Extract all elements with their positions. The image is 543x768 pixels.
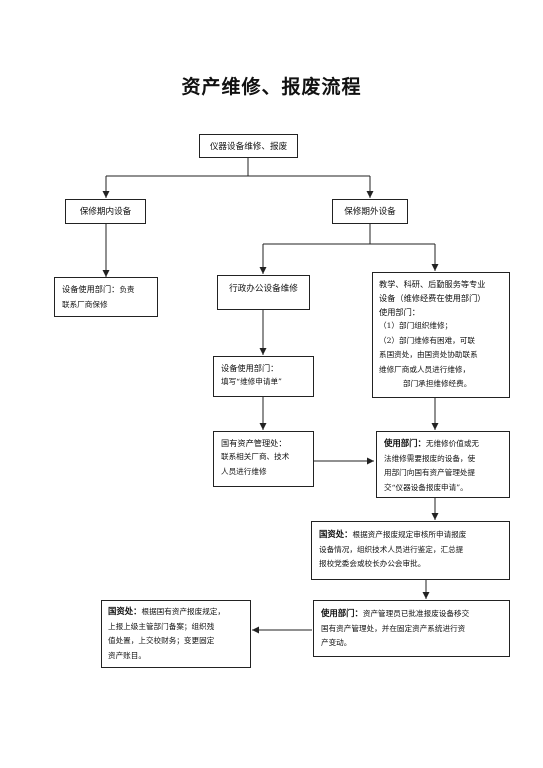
node-assets-final-head: 国资处：	[108, 606, 142, 616]
node-dept-scrap-request-body-2: 法维修需要报废的设备，使	[384, 453, 476, 463]
node-in-warranty: 保修期内设备	[65, 199, 146, 224]
node-dept-in-warranty-body-1: 负责	[119, 285, 135, 294]
node-assets-review-body-2: 设备情况，组织技术人员进行鉴定，汇总提	[319, 544, 464, 554]
node-dept-in-warranty-head: 设备使用部门：	[62, 284, 120, 294]
node-dept-request-head: 设备使用部门：	[221, 363, 279, 373]
node-dept-in-warranty-body-2: 联系厂商保修	[62, 299, 108, 309]
node-dept-request: 设备使用部门： 填写“维修申请单”	[213, 356, 314, 397]
node-dept-transfer-head: 使用部门：	[321, 608, 363, 618]
node-teaching-repair-body-2: （2）部门维修有困难，可联	[379, 335, 475, 345]
node-teaching-repair-body-3: 系国资处，由国资处协助联系	[379, 350, 478, 359]
node-out-warranty: 保修期外设备	[332, 199, 408, 224]
node-start-label: 仪器设备维修、报废	[209, 142, 288, 152]
node-start: 仪器设备维修、报废	[199, 134, 298, 158]
node-teaching-repair-body-1: （1）部门组织维修；	[379, 321, 453, 330]
node-assets-final-body-1: 根据国有资产报废规定，	[141, 607, 226, 616]
node-dept-scrap-request-body-3: 用部门向国有资产管理处提	[384, 468, 476, 477]
node-admin-repair-label: 行政办公设备维修	[229, 284, 298, 294]
node-dept-transfer: 使用部门：资产管理员已批准报废设备移交 国有资产管理处，并在固定资产系统进行资 …	[313, 600, 510, 657]
node-teaching-repair-head-1: 教学、科研、后勤服务等专业	[379, 279, 486, 289]
node-asset-office-repair-body-1: 联系相关厂商、技术	[221, 452, 290, 461]
node-dept-scrap-request-body-1: 无维修价值或无	[425, 439, 480, 448]
page-title: 资产维修、报废流程	[181, 76, 362, 98]
node-assets-review-body-3: 报校党委会或校长办公会审批。	[319, 559, 426, 568]
node-teaching-repair-body-5: 部门承担维修经费。	[403, 379, 472, 388]
node-asset-office-repair-head: 国有资产管理处：	[221, 438, 287, 448]
node-assets-review-head: 国资处：	[319, 529, 353, 539]
node-teaching-repair-head-3: 使用部门：	[379, 307, 420, 317]
node-dept-transfer-body-2: 国有资产管理处，并在固定资产系统进行资	[321, 623, 466, 633]
node-assets-final-body-2: 上报上级主管部门备案；组织残	[108, 621, 215, 631]
node-dept-scrap-request-body-4: 交“仪器设备报废申请”。	[384, 482, 468, 492]
node-admin-repair: 行政办公设备维修	[217, 275, 310, 310]
node-assets-final-body-4: 资产账目。	[108, 650, 146, 660]
node-out-warranty-label: 保修期外设备	[344, 207, 396, 217]
node-dept-transfer-body-1: 资产管理员已批准报废设备移交	[362, 609, 470, 618]
node-assets-final: 国资处：根据国有资产报废规定， 上报上级主管部门备案；组织残 值处置，上交校财务…	[101, 600, 251, 668]
node-teaching-repair-head-2: 设备（维修经费在使用部门）	[379, 293, 486, 303]
node-assets-review: 国资处：根据资产报废规定审核所申请报废 设备情况，组织技术人员进行鉴定，汇总提 …	[311, 521, 510, 580]
node-dept-scrap-request: 使用部门：无维修价值或无 法维修需要报废的设备，使 用部门向国有资产管理处提 交…	[376, 431, 510, 498]
node-assets-final-body-3: 值处置，上交校财务；变更固定	[108, 636, 215, 645]
node-dept-in-warranty: 设备使用部门：负责 联系厂商保修	[54, 277, 158, 317]
node-teaching-repair: 教学、科研、后勤服务等专业 设备（维修经费在使用部门） 使用部门： （1）部门组…	[372, 272, 510, 398]
node-dept-request-body: 填写“维修申请单”	[221, 377, 282, 386]
node-assets-review-body-1: 根据资产报废规定审核所申请报废	[352, 530, 467, 539]
node-teaching-repair-body-4: 维修厂商或人员进行维修，	[379, 364, 471, 374]
node-asset-office-repair-body-2: 人员进行维修	[221, 466, 267, 476]
node-asset-office-repair: 国有资产管理处： 联系相关厂商、技术 人员进行维修	[213, 431, 314, 487]
node-in-warranty-label: 保修期内设备	[79, 207, 132, 217]
node-dept-scrap-request-head: 使用部门：	[384, 438, 426, 448]
node-dept-transfer-body-3: 产变动。	[321, 638, 352, 647]
